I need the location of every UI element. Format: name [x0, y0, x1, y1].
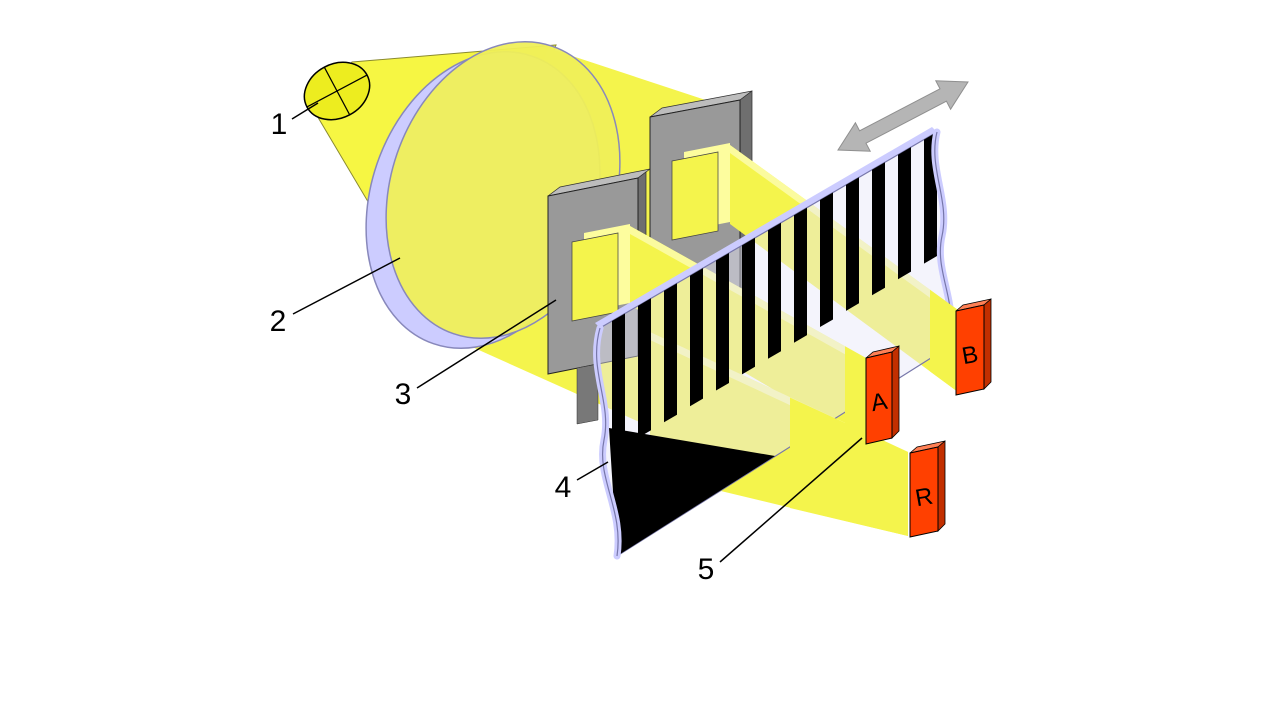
- strip-top-rim: [595, 127, 937, 328]
- detector-r: R: [909, 440, 946, 538]
- strip-left-edge-line: [596, 327, 619, 557]
- detector-a-front: [865, 351, 893, 445]
- callout-4: 4: [555, 471, 572, 504]
- leader-line-4: [576, 461, 609, 481]
- code-strip: [593, 127, 956, 560]
- bulb-cross-line-v: [323, 66, 351, 116]
- detector-a: A: [865, 345, 900, 445]
- mask-window-b: [671, 151, 719, 241]
- stripe: [768, 222, 781, 359]
- light-bulb: [303, 61, 371, 121]
- detector-a-side: [891, 345, 900, 439]
- detector-r-front: [909, 446, 939, 538]
- stripe: [690, 268, 703, 407]
- strip-stripes: [612, 132, 937, 454]
- stripe: [872, 162, 885, 296]
- beam-b-transmitted: [930, 289, 958, 392]
- stripe: [846, 177, 859, 311]
- mask-window-a: [571, 232, 619, 322]
- strip-index-track: [609, 428, 775, 556]
- detector-a-label: A: [869, 388, 889, 417]
- leader-lines: [291, 102, 863, 563]
- stripe: [898, 147, 911, 280]
- motion-arrow-icon: [837, 80, 969, 152]
- beam-b: [730, 145, 958, 392]
- callout-5: 5: [698, 553, 715, 586]
- detector-b-front: [955, 304, 985, 396]
- beam-a-transmitted: [845, 346, 866, 444]
- stripe: [716, 253, 729, 391]
- stripe: [638, 298, 651, 438]
- callout-1: 1: [271, 108, 288, 141]
- detector-r-label: R: [913, 483, 935, 513]
- detector-b-side: [983, 298, 992, 390]
- mask-tab: [576, 363, 599, 425]
- stripe: [820, 192, 833, 327]
- leader-line-2: [292, 257, 401, 315]
- callout-3: 3: [395, 378, 412, 411]
- stripe: [742, 237, 755, 375]
- leader-line-3: [416, 299, 557, 389]
- detector-b-label: B: [960, 341, 980, 370]
- stripe: [664, 283, 677, 423]
- stripe: [612, 313, 625, 454]
- stripe: [794, 207, 807, 343]
- detector-b: B: [955, 298, 992, 396]
- detector-r-side: [937, 440, 946, 532]
- beam-r-transmitted: [790, 397, 908, 536]
- leader-line-1: [291, 102, 319, 120]
- callouts: 1 2 3 4 5: [270, 108, 715, 586]
- transmitted-beams: [790, 289, 958, 536]
- leader-line-5: [719, 437, 863, 563]
- callout-2: 2: [270, 305, 287, 338]
